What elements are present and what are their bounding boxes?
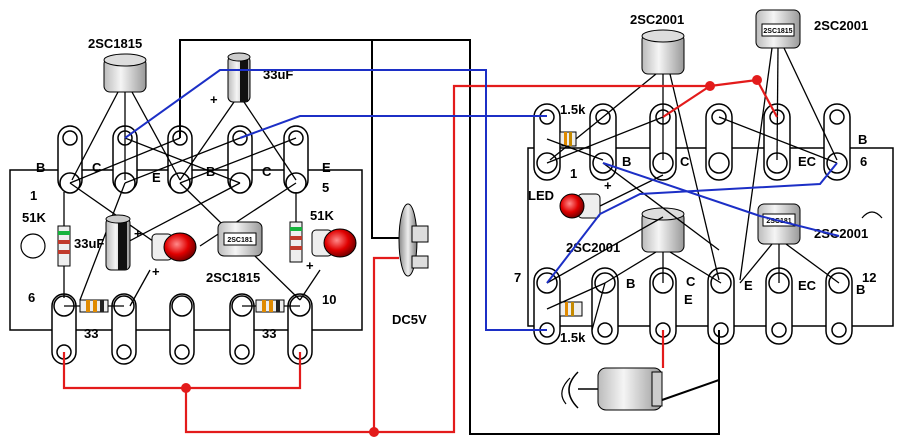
right-pin-e-lower: E: [684, 292, 693, 307]
junction-1: [181, 383, 191, 393]
left-pin-e2: E: [322, 160, 331, 175]
left-bottom-transistor-label: 2SC1815: [206, 270, 260, 285]
left-num-1: 1: [30, 188, 37, 203]
right-led-plus: +: [604, 178, 612, 193]
left-pin-c1: C: [92, 160, 102, 175]
left-chip-label: 2SC181: [227, 237, 252, 244]
left-top-transistor: [71, 53, 181, 181]
left-pin-b: B: [36, 160, 45, 175]
right-resistor-bottom: [546, 282, 606, 317]
left-num-6: 6: [28, 290, 35, 305]
left-cap-plus2: +: [134, 226, 142, 241]
left-pin-e1: E: [152, 170, 161, 185]
right-led-label: LED: [528, 188, 554, 203]
right-top-right-transistor: 2SC1815: [739, 9, 838, 281]
right-pin-b-right: B: [858, 132, 867, 147]
left-mount-hole: [20, 233, 46, 259]
left-resistor-51k-left: [57, 192, 71, 298]
left-top-transistor-label: 2SC1815: [88, 36, 142, 51]
left-res33-right-label: 33: [262, 326, 276, 341]
right-pin-ec2: EC: [798, 278, 817, 293]
left-res33-left-label: 33: [84, 326, 98, 341]
junction-2: [369, 427, 379, 437]
junction-4: [752, 75, 762, 85]
left-led-2: [311, 228, 357, 258]
left-led-1: [151, 232, 197, 262]
right-led: [559, 193, 601, 219]
right-pin-b3: B: [856, 282, 865, 297]
left-led-plus-l: +: [152, 264, 160, 279]
left-board: 2SC181 2SC1815 33uF + B C E B C E 1 5 6 …: [9, 36, 363, 365]
left-res-51k-right-label: 51K: [310, 208, 334, 223]
right-board: 2SC1815 2SC181: [514, 9, 894, 411]
right-pin-e3: E: [744, 278, 753, 293]
left-resistor-33-left: [64, 299, 124, 313]
left-top-capacitor: [179, 52, 297, 181]
left-pin-b2: B: [206, 164, 215, 179]
left-num-5: 5: [322, 180, 329, 195]
right-pin-ec1: EC: [798, 154, 817, 169]
power-switch: DC5V: [392, 203, 429, 327]
junction-3: [705, 81, 715, 91]
right-mid-transistor: [604, 207, 722, 284]
right-resistor-top: [546, 131, 604, 161]
left-resistor-51k-right: [289, 192, 303, 263]
left-chip-transistor: 2SC181: [217, 221, 263, 257]
left-cap-plus: +: [210, 92, 218, 107]
right-transistor-tr-label: 2SC2001: [814, 18, 868, 33]
left-bottom-capacitor: [105, 214, 131, 271]
left-res-51k-left-label: 51K: [22, 210, 46, 225]
left-pin-c2: C: [262, 164, 272, 179]
left-bottom-lugs: [51, 293, 313, 365]
right-transistor-mid-r-label: 2SC2001: [814, 226, 868, 241]
left-resistor-33-right: [242, 299, 300, 313]
motor: [561, 367, 663, 411]
right-transistor-tl-label: 2SC2001: [630, 12, 684, 27]
power-label: DC5V: [392, 312, 427, 327]
right-num-12: 12: [862, 270, 876, 285]
right-transistor-mid-label: 2SC2001: [566, 240, 620, 255]
left-led-plus-r: +: [306, 258, 314, 273]
right-chip-top-label: 2SC1815: [763, 28, 792, 35]
right-res-top-label: 1.5k: [560, 102, 586, 117]
right-pin-c1: C: [680, 154, 690, 169]
right-num-6: 6: [860, 154, 867, 169]
right-pin-c2: C: [686, 274, 696, 289]
right-num-1: 1: [570, 166, 577, 181]
left-cap-bottom-label: 33uF: [74, 236, 104, 251]
right-pin-b2: B: [626, 276, 635, 291]
right-res-bottom-label: 1.5k: [560, 330, 586, 345]
blue-wires: [124, 69, 840, 331]
left-num-10: 10: [322, 292, 336, 307]
black-wires: [179, 39, 720, 435]
right-pin-b1: B: [622, 154, 631, 169]
right-num-7: 7: [514, 270, 521, 285]
